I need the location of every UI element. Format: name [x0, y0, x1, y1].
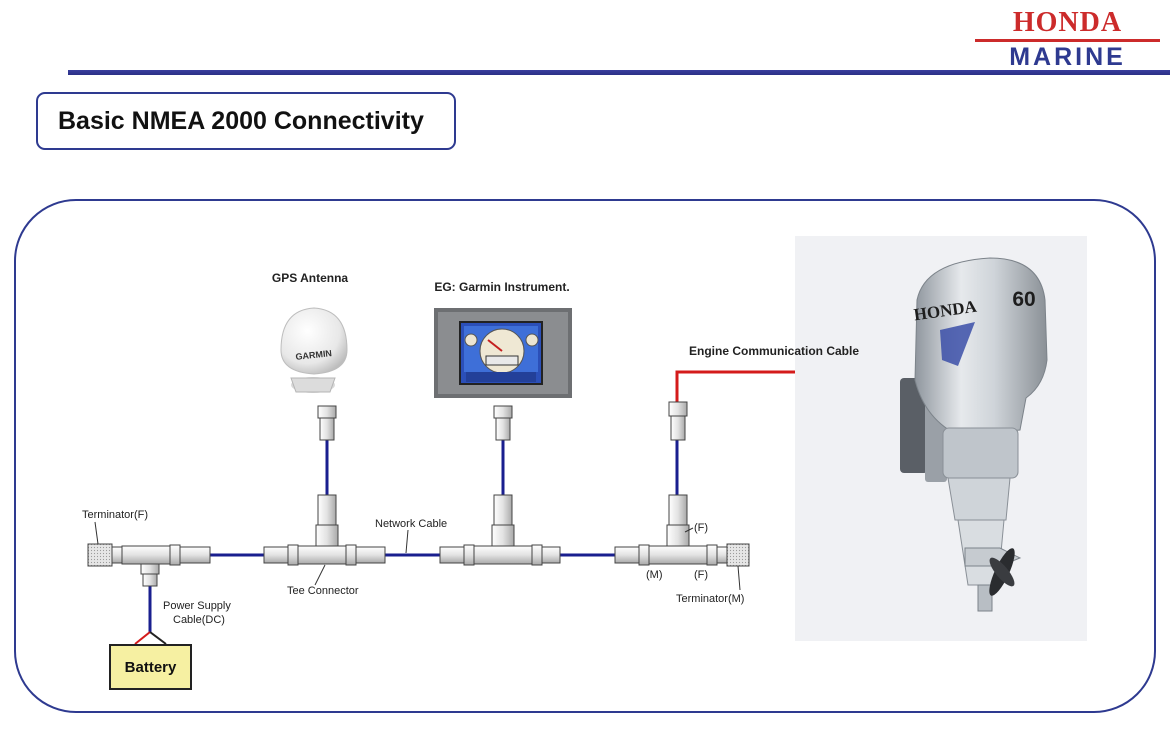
outboard-hp-text: 60 [1012, 288, 1035, 311]
gps-brand-text: GARMIN [295, 348, 332, 362]
engine-cable-label: Engine Communication Cable [689, 344, 859, 358]
battery-box: Battery [109, 644, 192, 690]
terminator-female-label: Terminator(F) [82, 509, 148, 521]
header-rule [68, 70, 1170, 75]
tee-connector-instrument [439, 494, 561, 566]
outboard-engine-image: HONDA 60 [795, 236, 1087, 641]
slide-title-box: Basic NMEA 2000 Connectivity [36, 92, 456, 150]
leader-lines [94, 521, 741, 591]
network-cable-label: Network Cable [375, 518, 447, 530]
drop-cables [325, 440, 679, 495]
terminator-male-label: Terminator(M) [676, 593, 744, 605]
logo-divider [975, 39, 1160, 42]
slide-title: Basic NMEA 2000 Connectivity [58, 106, 424, 135]
garmin-instrument-label: EG: Garmin Instrument. [434, 280, 569, 294]
power-supply-label-line2: Cable(DC) [173, 614, 225, 626]
gps-antenna-label: GPS Antenna [272, 271, 349, 285]
tee-connector-label: Tee Connector [287, 585, 359, 597]
gender-female-bottom-label: (F) [694, 569, 708, 581]
battery-label: Battery [124, 658, 177, 676]
gps-antenna-icon: GARMIN [280, 307, 348, 393]
gender-female-top-label: (F) [694, 522, 708, 534]
tee-connector-power [121, 544, 211, 587]
gender-male-label: (M) [646, 569, 663, 581]
power-supply-cable [134, 585, 167, 645]
honda-marine-logo: HONDA MARINE [975, 8, 1160, 70]
terminator-female-left [87, 543, 123, 567]
diagram-frame [14, 199, 1156, 713]
device-connector-instrument [493, 405, 513, 441]
logo-honda-text: HONDA [1012, 7, 1123, 38]
garmin-instrument-icon [434, 308, 572, 398]
device-connector-gps [317, 405, 337, 441]
device-connector-engine [668, 401, 688, 441]
tee-connector-gps [263, 494, 386, 566]
tee-connector-engine [614, 494, 718, 566]
terminator-male-right [716, 543, 750, 567]
logo-marine-text: MARINE [1009, 43, 1126, 71]
power-supply-label-line1: Power Supply [163, 600, 231, 612]
